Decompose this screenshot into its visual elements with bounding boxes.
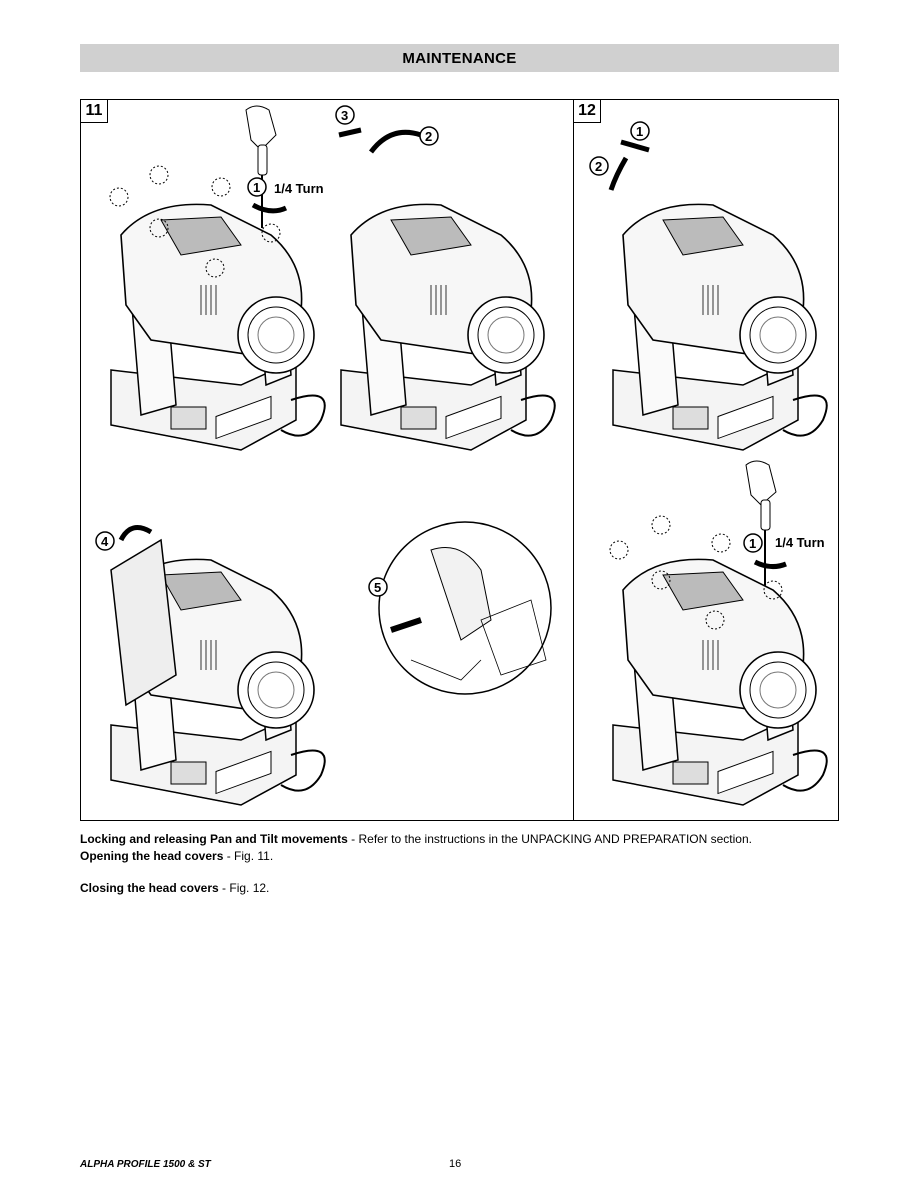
- instruction-text: - Fig. 11.: [223, 849, 274, 863]
- figure-divider: [573, 100, 574, 820]
- turn-label: 1/4 Turn: [775, 535, 825, 550]
- step-1-label: 1: [636, 124, 643, 139]
- instruction-bold: Locking and releasing Pan and Tilt movem…: [80, 832, 348, 846]
- hand-icon: [745, 460, 777, 506]
- step-1-label: 1: [253, 180, 260, 195]
- arrow-close-icon: [608, 156, 629, 191]
- hand-icon: [245, 105, 277, 151]
- instruction-line: Opening the head covers - Fig. 11.: [80, 848, 273, 865]
- figure-11-number: 11: [81, 100, 108, 123]
- arrow-lift-icon: [368, 129, 422, 154]
- footer-page-number: 16: [449, 1158, 462, 1170]
- arrow-down-icon: [118, 525, 153, 542]
- instruction-bold: Closing the head covers: [80, 881, 219, 895]
- turn-arrow-icon: [753, 559, 787, 570]
- figure-frame: 11 12: [80, 99, 839, 821]
- step-1-label: 1: [749, 536, 756, 551]
- section-header-bar: MAINTENANCE: [80, 44, 839, 72]
- instruction-line: Closing the head covers - Fig. 12.: [80, 880, 269, 897]
- step-2-label: 2: [595, 159, 602, 174]
- step-marker: [247, 177, 267, 197]
- screwdriver-icon: [257, 144, 268, 176]
- arrow-left-icon: [390, 617, 422, 633]
- fixture-illustration: [612, 558, 828, 806]
- step-5-label: 5: [374, 580, 381, 595]
- arrow-left-icon: [338, 127, 362, 138]
- turn-label: 1/4 Turn: [274, 181, 324, 196]
- instruction-text: - Refer to the instructions in the UNPAC…: [347, 832, 752, 846]
- figure-12-number: 12: [573, 100, 601, 123]
- fixture-illustration: [612, 203, 828, 451]
- step-3-label: 3: [341, 108, 348, 123]
- figure-illustrations: 1 1/4 Turn 3 2 4 5 1 2: [95, 105, 828, 806]
- section-title: MAINTENANCE: [402, 49, 517, 67]
- arrow-down-icon: [620, 139, 650, 153]
- footer-product-name: ALPHA PROFILE 1500 & ST: [80, 1159, 211, 1170]
- step-4-label: 4: [101, 534, 109, 549]
- instruction-text: - Fig. 12.: [218, 881, 270, 895]
- screwdriver-icon: [760, 499, 771, 531]
- fixture-illustration: [340, 203, 556, 451]
- fixture-illustration: [110, 203, 326, 451]
- instruction-bold: Opening the head covers: [80, 849, 224, 863]
- turn-arrow-icon: [251, 202, 288, 214]
- instruction-line: Locking and releasing Pan and Tilt movem…: [80, 831, 752, 848]
- step-2-label: 2: [425, 129, 432, 144]
